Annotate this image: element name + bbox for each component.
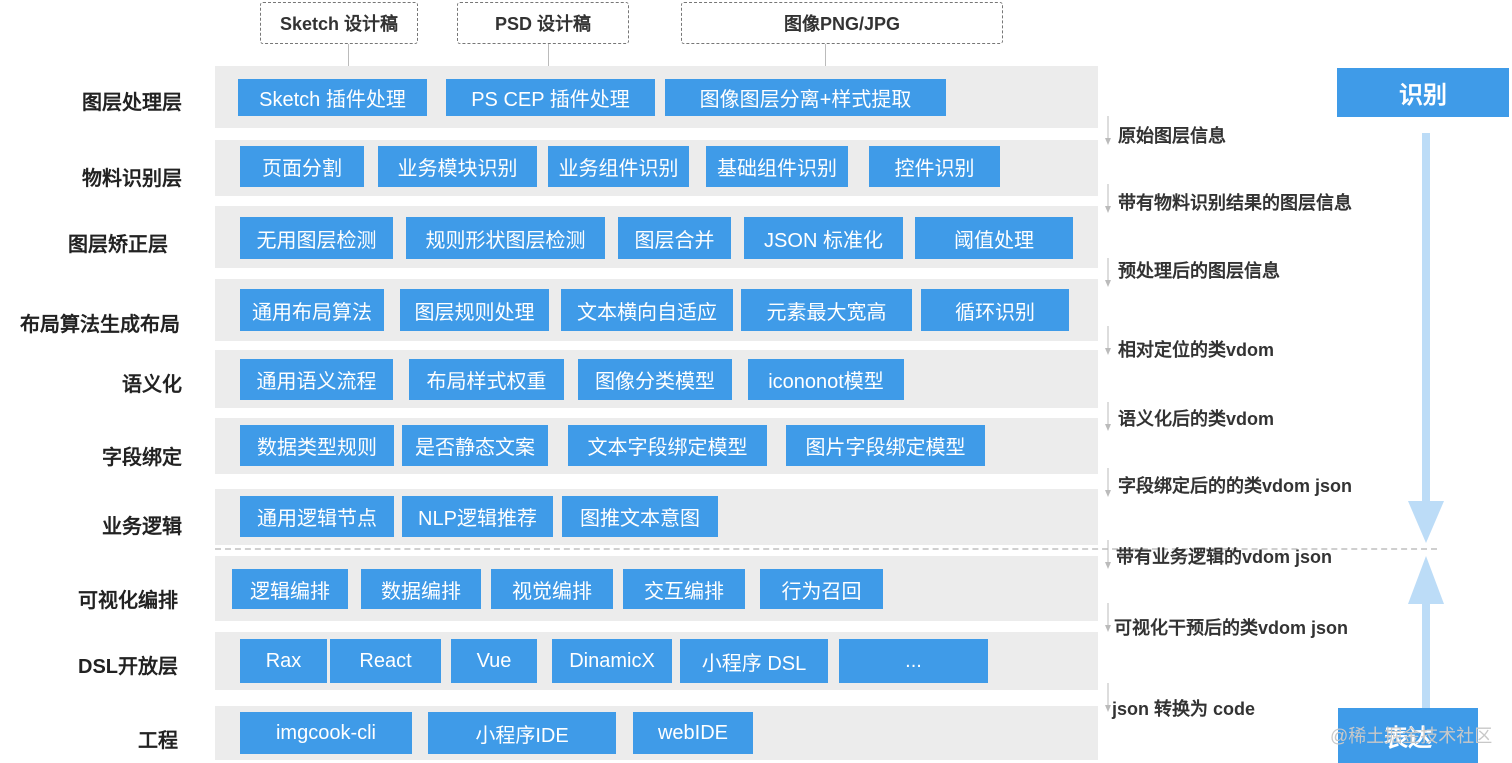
down-arrow-icon — [1105, 683, 1111, 712]
layer-item: 图像分类模型 — [578, 359, 732, 400]
layer-item: 通用语义流程 — [240, 359, 393, 400]
layer-item: 业务组件识别 — [548, 146, 689, 187]
layer-label: 语义化 — [122, 374, 182, 396]
layer-item: 图片字段绑定模型 — [786, 425, 985, 466]
layer-item: 小程序 DSL — [680, 639, 828, 683]
layer-item: 元素最大宽高 — [741, 289, 912, 331]
layer-item: 行为召回 — [760, 569, 883, 609]
layer-item: 数据编排 — [361, 569, 481, 609]
layer-item: 无用图层检测 — [240, 217, 393, 259]
layer-item: 规则形状图层检测 — [406, 217, 605, 259]
down-arrow-icon — [1105, 326, 1111, 355]
flow-label: 预处理后的图层信息 — [1118, 261, 1280, 281]
expression-separator — [215, 548, 1437, 550]
down-arrow-icon — [1105, 603, 1111, 632]
expression-box: 表达 — [1338, 708, 1478, 763]
down-arrow-icon — [1105, 468, 1111, 497]
layer-item: 逻辑编排 — [232, 569, 348, 609]
layer-item: 图层规则处理 — [400, 289, 549, 331]
layer-item: Vue — [451, 639, 537, 683]
down-arrow-icon — [1105, 258, 1111, 287]
input-sketch: Sketch 设计稿 — [260, 2, 418, 44]
layer-item: 循环识别 — [921, 289, 1069, 331]
layer-label: 业务逻辑 — [102, 516, 182, 538]
layer-item: 布局样式权重 — [409, 359, 564, 400]
layer-item: 文本字段绑定模型 — [568, 425, 767, 466]
layer-item: 数据类型规则 — [240, 425, 394, 466]
layer-item: 控件识别 — [869, 146, 1000, 187]
flow-label: 相对定位的类vdom — [1118, 340, 1275, 360]
layer-label: 可视化编排 — [78, 590, 178, 612]
down-arrow-icon — [1105, 402, 1111, 431]
layer-item: DinamicX — [552, 639, 672, 683]
layer-item: PS CEP 插件处理 — [446, 79, 655, 116]
flow-label: 带有物料识别结果的图层信息 — [1118, 193, 1352, 213]
flow-label: 带有业务逻辑的vdom json — [1116, 547, 1333, 567]
flow-label: 可视化干预后的类vdom json — [1114, 618, 1349, 638]
layer-item: 页面分割 — [240, 146, 364, 187]
layer-item: 视觉编排 — [491, 569, 613, 609]
layer-item: 是否静态文案 — [402, 425, 548, 466]
flow-label: 语义化后的类vdom — [1118, 409, 1275, 429]
layer-label: 图层矫正层 — [68, 234, 168, 256]
recognition-down-arrow-icon — [1408, 133, 1444, 543]
layer-label: 布局算法生成布局 — [20, 314, 180, 336]
layer-item: JSON 标准化 — [744, 217, 903, 259]
layer-item: 业务模块识别 — [378, 146, 537, 187]
layer-item: 图层合并 — [618, 217, 731, 259]
layer-label: 工程 — [138, 730, 178, 752]
flow-label: 字段绑定后的的类vdom json — [1118, 476, 1353, 496]
layer-item: React — [330, 639, 441, 683]
recognition-box: 识别 — [1337, 68, 1509, 117]
layer-item: 图推文本意图 — [562, 496, 718, 537]
layer-item: webIDE — [633, 712, 753, 754]
layer-label: 图层处理层 — [82, 92, 182, 114]
layer-label: 字段绑定 — [102, 447, 182, 469]
layer-item: 小程序IDE — [428, 712, 616, 754]
down-arrow-icon — [1105, 184, 1111, 213]
layer-item: 图像图层分离+样式提取 — [665, 79, 946, 116]
layer-item: 基础组件识别 — [706, 146, 848, 187]
layer-item: 通用布局算法 — [240, 289, 384, 331]
expression-up-arrow-icon — [1408, 556, 1444, 712]
watermark: @稀土掘金技术社区 — [1330, 726, 1493, 746]
layer-item: ... — [839, 639, 988, 683]
input-connector — [825, 44, 826, 66]
layer-item: 通用逻辑节点 — [240, 496, 394, 537]
flow-label: json 转换为 code — [1112, 699, 1256, 719]
input-connector — [348, 44, 349, 66]
layer-item: imgcook-cli — [240, 712, 412, 754]
input-image: 图像PNG/JPG — [681, 2, 1003, 44]
layer-item: icononot模型 — [748, 359, 904, 400]
input-psd: PSD 设计稿 — [457, 2, 629, 44]
layer-item: 阈值处理 — [915, 217, 1073, 259]
layer-item: Rax — [240, 639, 327, 683]
down-arrow-icon — [1105, 116, 1111, 145]
layer-item: Sketch 插件处理 — [238, 79, 427, 116]
flow-label: 原始图层信息 — [1118, 126, 1226, 146]
input-connector — [548, 44, 549, 66]
layer-label: 物料识别层 — [82, 168, 182, 190]
down-arrow-icon — [1105, 540, 1111, 569]
layer-item: 交互编排 — [623, 569, 745, 609]
layer-label: DSL开放层 — [78, 656, 178, 678]
layer-item: 文本横向自适应 — [561, 289, 733, 331]
layer-item: NLP逻辑推荐 — [402, 496, 553, 537]
